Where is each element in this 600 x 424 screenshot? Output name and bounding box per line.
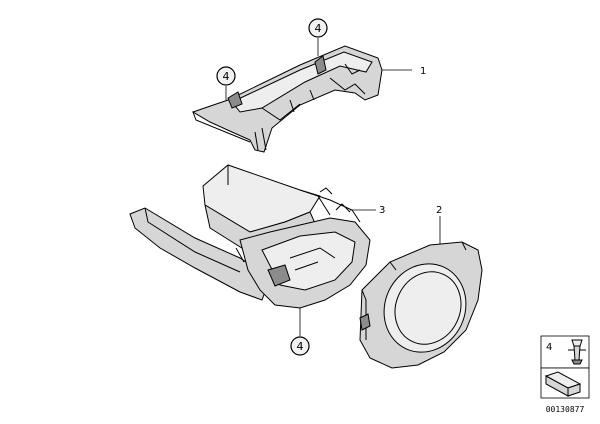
callout-4-top: 4 xyxy=(308,18,328,38)
lower-trim-cover-part xyxy=(129,164,371,309)
callout-3-label: 3 xyxy=(379,205,385,216)
diagram-id-text: 00130877 xyxy=(546,405,585,414)
screw-clip-icon xyxy=(568,339,586,365)
ignition-ring-trim-part xyxy=(359,241,483,369)
callout-4-left-label: 4 xyxy=(223,70,230,83)
upper-trim-cover-part xyxy=(191,45,383,153)
callout-2-label: 2 xyxy=(436,205,442,216)
callout-1-label: 1 xyxy=(420,66,426,77)
callout-4-top-label: 4 xyxy=(315,22,322,35)
reference-arrow-icon xyxy=(544,371,582,397)
legend-number: 4 xyxy=(546,342,552,353)
callout-4-bottom: 4 xyxy=(290,336,310,356)
fastener-legend: 4 00130877 xyxy=(540,335,590,414)
callout-4-bottom-label: 4 xyxy=(297,340,304,353)
callout-4-left: 4 xyxy=(216,66,236,86)
